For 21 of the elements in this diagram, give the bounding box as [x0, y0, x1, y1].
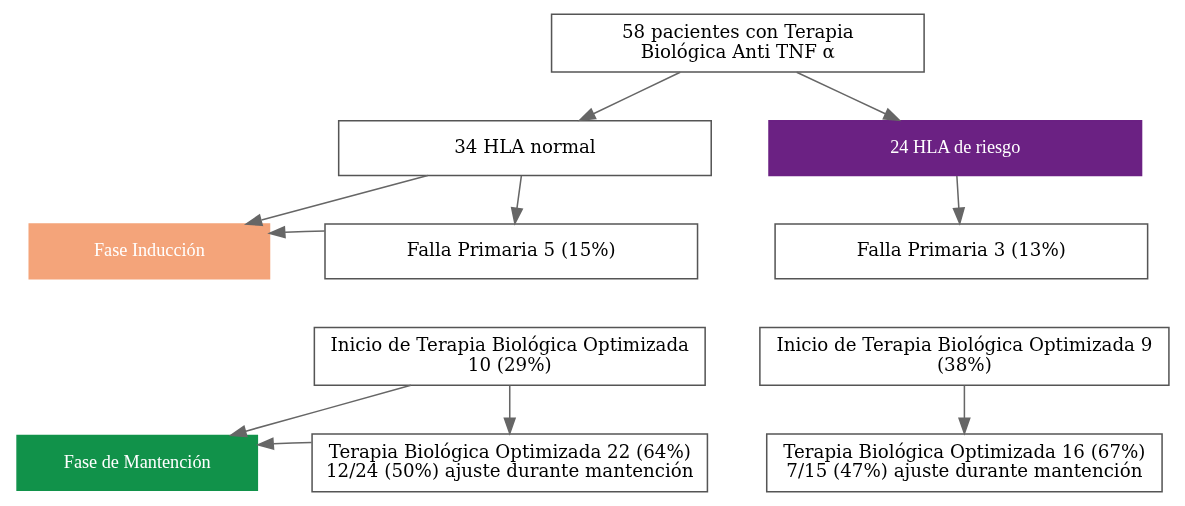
arrow [795, 71, 901, 122]
node-box: 58 pacientes con Terapia Biológica Anti TNF α [550, 13, 925, 73]
node-box: 34 HLA normal [337, 119, 712, 177]
node-box: 24 HLA de riesgo [767, 119, 1142, 177]
arrow [228, 384, 412, 438]
arrow [957, 384, 971, 436]
node-box: Inicio de Terapia Biológica Optimizada 9 (38%) [758, 326, 1170, 387]
node-box: Terapia Biológica Optimizada 16 (67%) 7/15 (47%) ajuste durante mantención [765, 433, 1163, 493]
node-box: Fase de Mantención [15, 434, 258, 491]
node-box: Fase Inducción [28, 223, 270, 280]
node-box: Terapia Biológica Optimizada 22 (64%) 12/24 (50%) ajuste durante mantención [310, 433, 708, 493]
arrow [577, 71, 681, 122]
arrow [255, 437, 312, 451]
node-box: Falla Primaria 3 (13%) [773, 223, 1148, 280]
node-box: Falla Primaria 5 (15%) [323, 223, 698, 280]
arrow [502, 384, 516, 436]
arrow [951, 175, 965, 226]
node-box: Inicio de Terapia Biológica Optimizada 10 (29%) [313, 326, 706, 387]
arrow [266, 225, 326, 239]
arrow [510, 175, 523, 226]
arrow [243, 174, 428, 227]
